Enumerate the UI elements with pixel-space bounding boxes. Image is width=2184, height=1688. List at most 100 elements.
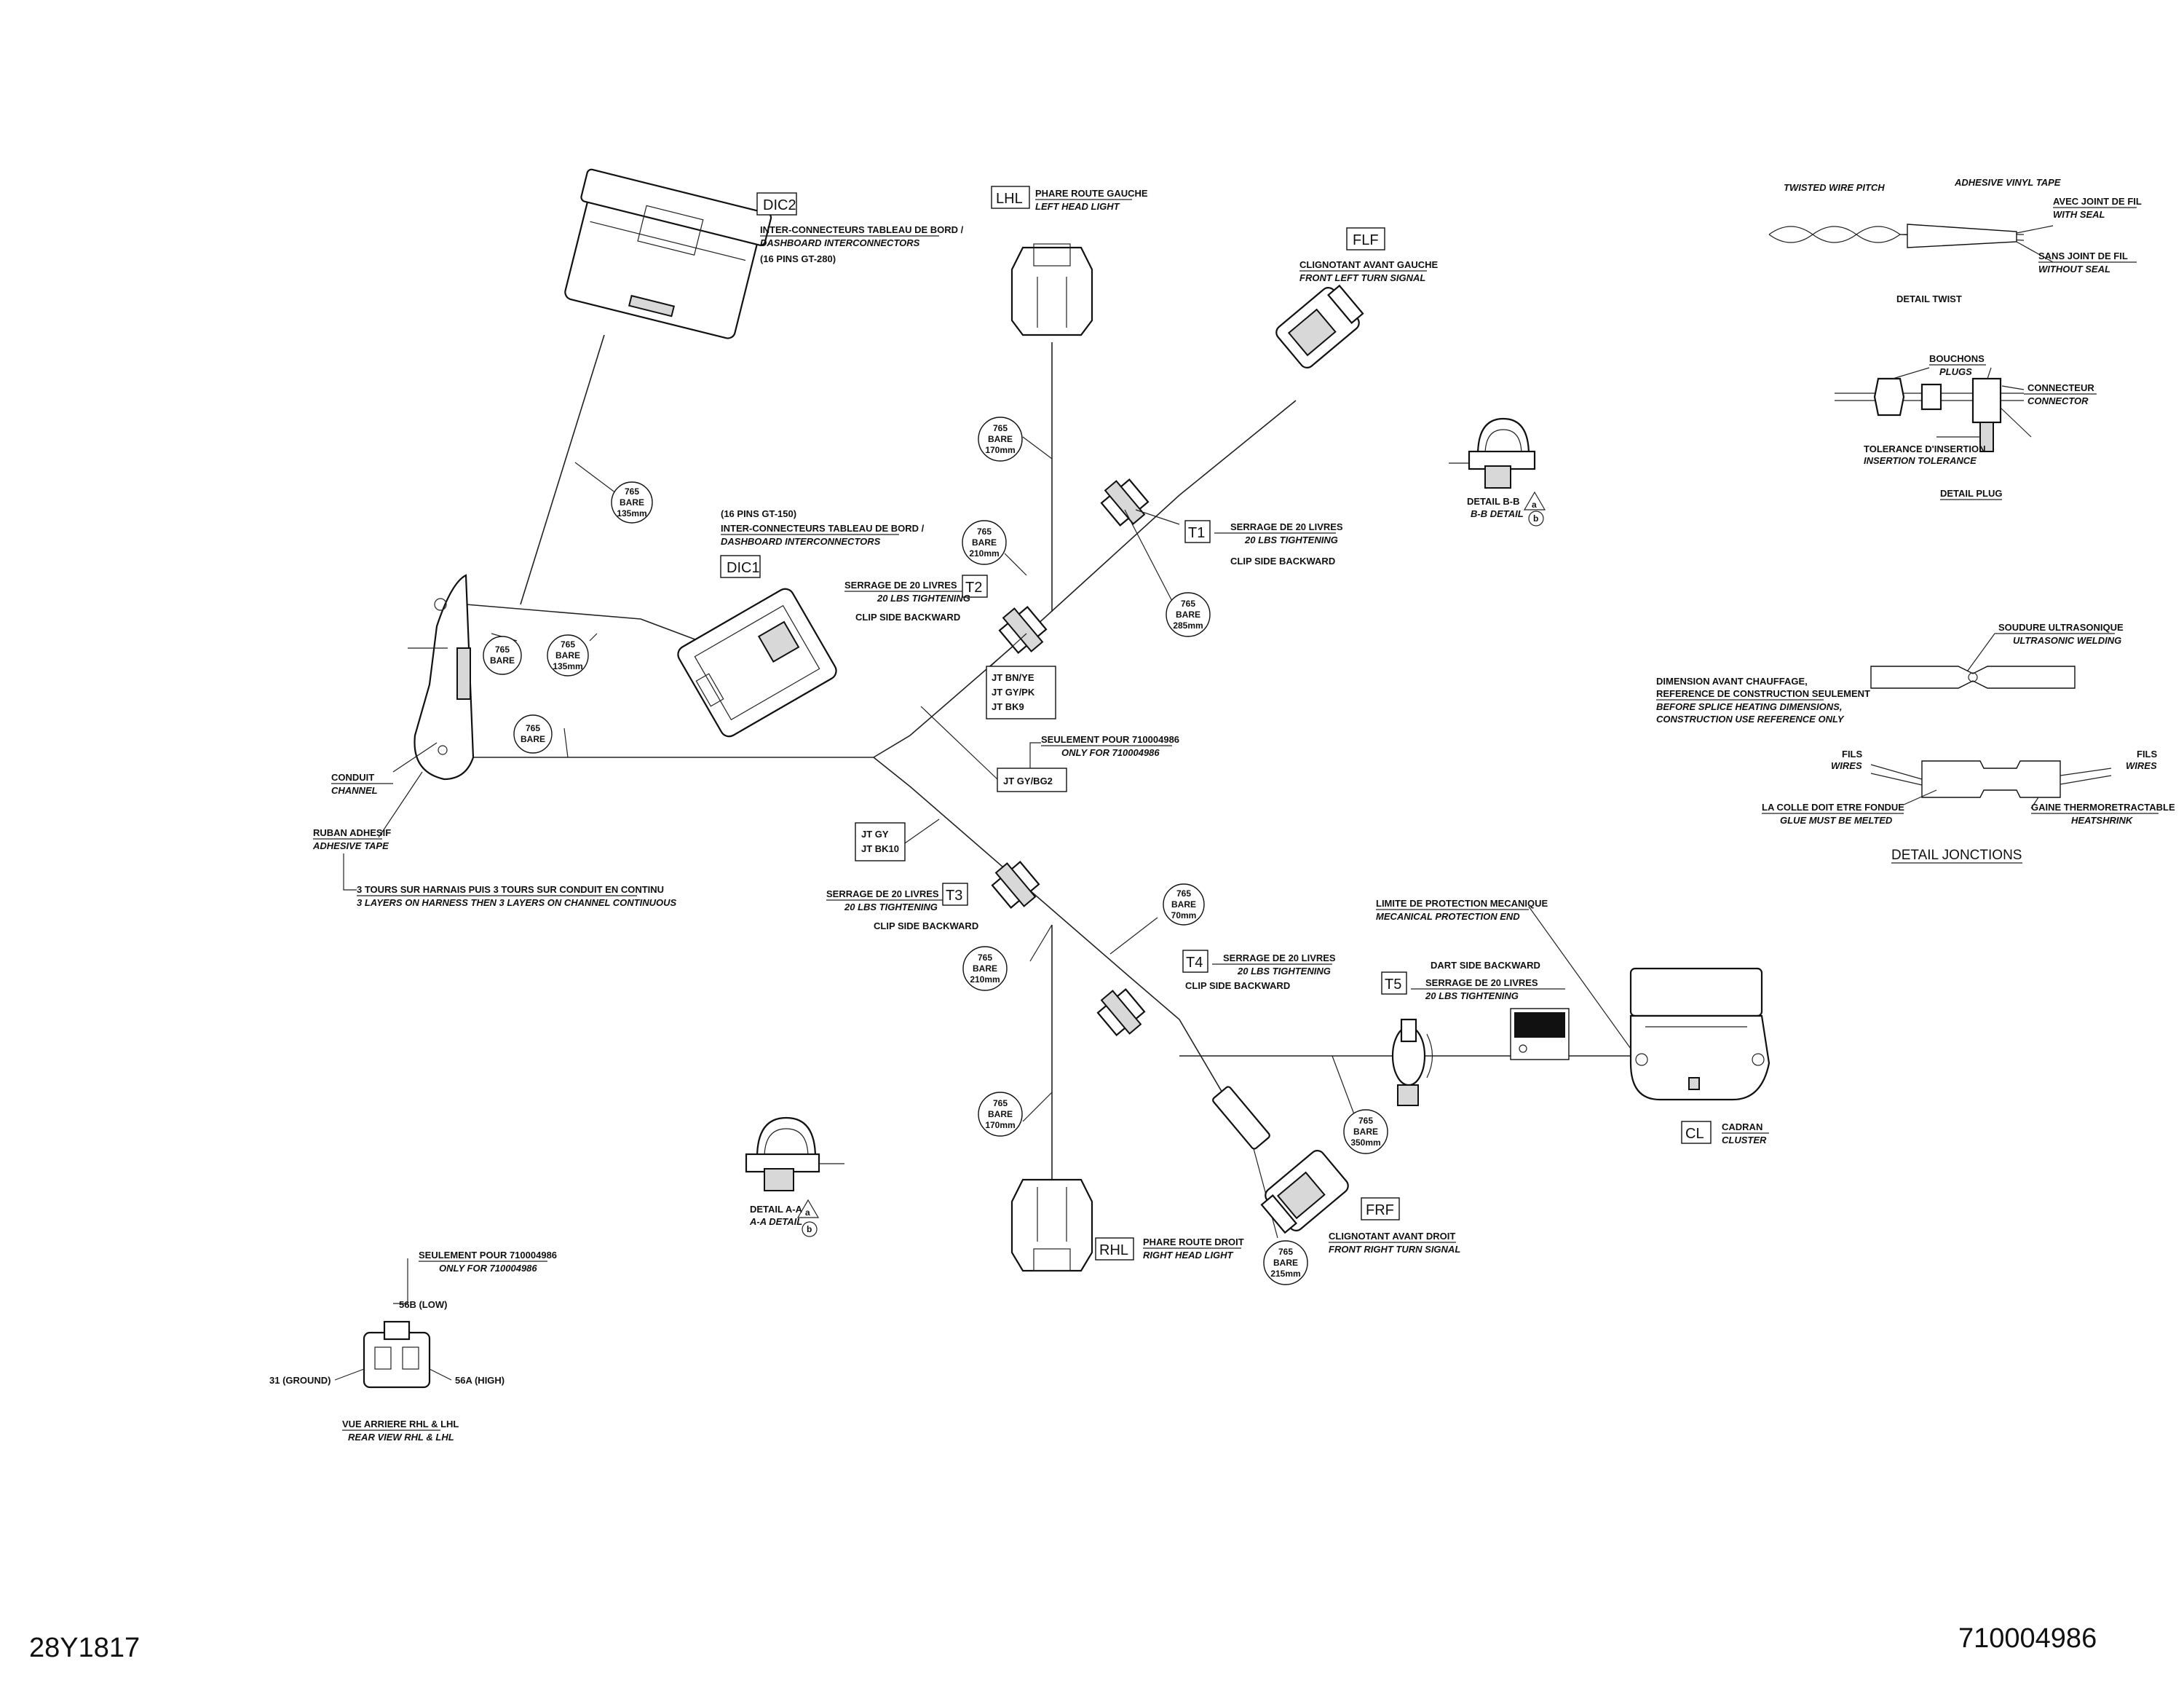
twist-title: DETAIL TWIST — [1896, 293, 1962, 304]
detail-bb-mark-b: b — [1533, 513, 1538, 524]
dic1-code: DIC1 — [727, 560, 760, 576]
t2-en: 20 LBS TIGHTENING — [877, 593, 970, 604]
rhl-code: RHL — [1099, 1242, 1128, 1258]
dic2-pins: (16 PINS GT-280) — [760, 253, 836, 264]
dic2-code-box — [756, 192, 797, 216]
dic1-code-box — [720, 555, 761, 578]
detail-aa-en: A-A DETAIL — [749, 1216, 802, 1227]
rear-title-fr: VUE ARRIERE RHL & LHL — [342, 1419, 459, 1429]
bubble-circle — [483, 636, 522, 675]
t1-note: CLIP SIDE BACKWARD — [1230, 556, 1335, 567]
footer-code-left: 28Y1817 — [29, 1633, 140, 1663]
flf-turn-signal: FLF CLIGNOTANT AVANT GAUCHE FRONT LEFT T… — [1275, 227, 1438, 368]
frf-label-en: FRONT RIGHT TURN SIGNAL — [1329, 1244, 1460, 1255]
detail-bb-mark-a: a — [1532, 500, 1537, 510]
detail-aa-mark-b: b — [807, 1224, 812, 1234]
bubble-circle — [513, 714, 553, 754]
bubble-text-b: BARE — [988, 1109, 1013, 1119]
dic1-pins: (16 PINS GT-150) — [721, 508, 796, 519]
splice-mid-note-fr: SEULEMENT POUR 710004986 — [1041, 734, 1179, 745]
detail-aa-mark-a: a — [805, 1207, 810, 1218]
t5-en: 20 LBS TIGHTENING — [1425, 990, 1519, 1001]
junc-wires-en-r: WIRES — [2126, 760, 2157, 771]
bubble-circle — [962, 946, 1008, 991]
splice-top-2: JT GY/PK — [992, 687, 1035, 698]
bubble-circle — [978, 417, 1023, 462]
bubble-text-a: 765 — [993, 1098, 1008, 1108]
cluster-connector: LIMITE DE PROTECTION MECANIQUE MECANICAL… — [1376, 898, 1770, 1145]
bubble-text-a: 765 — [978, 953, 992, 963]
bubble-text-b: BARE — [1353, 1127, 1378, 1137]
junc-glue-en: GLUE MUST BE MELTED — [1780, 815, 1893, 826]
bubble-text-c: 210mm — [969, 548, 999, 559]
flf-code-box — [1346, 227, 1385, 251]
detail-aa-fr: DETAIL A-A — [750, 1204, 803, 1215]
bubble-text-a: 765 — [993, 423, 1008, 433]
plug-plugs-fr: BOUCHONS — [1929, 353, 1985, 364]
conduit-channel: CONDUIT CHANNEL RUBAN ADHESIF ADHESIVE T… — [312, 574, 676, 908]
t2-note: CLIP SIDE BACKWARD — [855, 612, 960, 623]
junc-dim-2: REFERENCE DE CONSTRUCTION SEULEMENT — [1656, 688, 1870, 699]
dic2-label-en: DASHBOARD INTERCONNECTORS — [760, 237, 920, 248]
twist-seal-fr: AVEC JOINT DE FIL — [2053, 196, 2142, 207]
bubble-text-a: 765 — [625, 486, 639, 497]
harness-wires — [465, 334, 1631, 1180]
bubble-text-c: 135mm — [553, 661, 582, 671]
splice-top-3: JT BK9 — [992, 701, 1024, 712]
bubble-text-c: 210mm — [970, 974, 1000, 985]
t3-en: 20 LBS TIGHTENING — [844, 902, 938, 912]
rear-pin-low: 56B (LOW) — [399, 1299, 447, 1310]
bubble-group: 765BARE135mm765BARE135mm765BARE765BARE76… — [483, 417, 1388, 1285]
plug-tol-en: INSERTION TOLERANCE — [1864, 455, 1977, 466]
twist-seal-en: WITH SEAL — [2053, 209, 2105, 220]
rhl-headlight: RHL PHARE ROUTE DROIT RIGHT HEAD LIGHT — [1010, 1178, 1244, 1272]
channel-label-en: CHANNEL — [331, 785, 378, 796]
twist-tape: ADHESIVE VINYL TAPE — [1954, 177, 2061, 188]
lhl-label-en: LEFT HEAD LIGHT — [1035, 201, 1120, 212]
lhl-label-fr: PHARE ROUTE GAUCHE — [1035, 188, 1148, 199]
t5-code-box — [1381, 971, 1407, 995]
junc-title: DETAIL JONCTIONS — [1891, 848, 2022, 863]
splice-mid: JT GY/BG2 SEULEMENT POUR 710004986 ONLY … — [920, 706, 1179, 792]
t4-note: CLIP SIDE BACKWARD — [1185, 980, 1290, 991]
bubble-text-c: 350mm — [1350, 1137, 1380, 1148]
bubble-text-a: 765 — [1358, 1116, 1373, 1126]
bubble-text-b: BARE — [620, 497, 644, 508]
frf-label-fr: CLIGNOTANT AVANT DROIT — [1329, 1231, 1455, 1242]
bubble-circle — [1343, 1109, 1388, 1154]
clip-t3: T3 SERRAGE DE 20 LIVRES 20 LBS TIGHTENIN… — [826, 861, 1040, 931]
dic1-label-fr: INTER-CONNECTEURS TABLEAU DE BORD / — [721, 523, 925, 534]
t4-fr: SERRAGE DE 20 LIVRES — [1223, 953, 1336, 963]
bubble-circle — [978, 1092, 1023, 1137]
t3-code-box — [942, 883, 968, 906]
t5-note: DART SIDE BACKWARD — [1431, 960, 1540, 971]
t1-code-box — [1184, 520, 1211, 543]
t1-fr: SERRAGE DE 20 LIVRES — [1230, 521, 1343, 532]
dic2-connector: DIC2 INTER-CONNECTEURS TABLEAU DE BORD /… — [564, 168, 964, 339]
junc-dim-3: BEFORE SPLICE HEATING DIMENSIONS, — [1656, 701, 1842, 712]
detail-junctions: SOUDURE ULTRASONIQUE ULTRASONIC WELDING … — [1656, 622, 2175, 864]
bubble-text-c: 285mm — [1173, 620, 1203, 631]
t3-fr: SERRAGE DE 20 LIVRES — [826, 888, 939, 899]
twist-noseal-fr: SANS JOINT DE FIL — [2038, 251, 2128, 261]
bubble-circle — [1163, 883, 1205, 926]
bubble-circle — [1263, 1240, 1308, 1285]
plug-plugs-en: PLUGS — [1939, 366, 1972, 377]
cl-label-fr: CADRAN — [1722, 1121, 1762, 1132]
rear-pin-high: 56A (HIGH) — [455, 1375, 505, 1386]
bubble-text-b: BARE — [1171, 899, 1196, 910]
bubble-text-a: 765 — [495, 644, 510, 655]
dic2-label-fr: INTER-CONNECTEURS TABLEAU DE BORD / — [760, 224, 964, 235]
rhl-code-box — [1095, 1237, 1134, 1261]
bubble-text-b: BARE — [1176, 610, 1200, 620]
bubble-text-b: BARE — [521, 734, 545, 744]
junc-weld-fr: SOUDURE ULTRASONIQUE — [1998, 622, 2124, 633]
detail-aa: DETAIL A-A A-A DETAIL a b — [745, 1116, 844, 1237]
junc-heat-fr: GAINE THERMORETRACTABLE — [2031, 802, 2175, 813]
layers-label-fr: 3 TOURS SUR HARNAIS PUIS 3 TOURS SUR CON… — [357, 884, 664, 895]
